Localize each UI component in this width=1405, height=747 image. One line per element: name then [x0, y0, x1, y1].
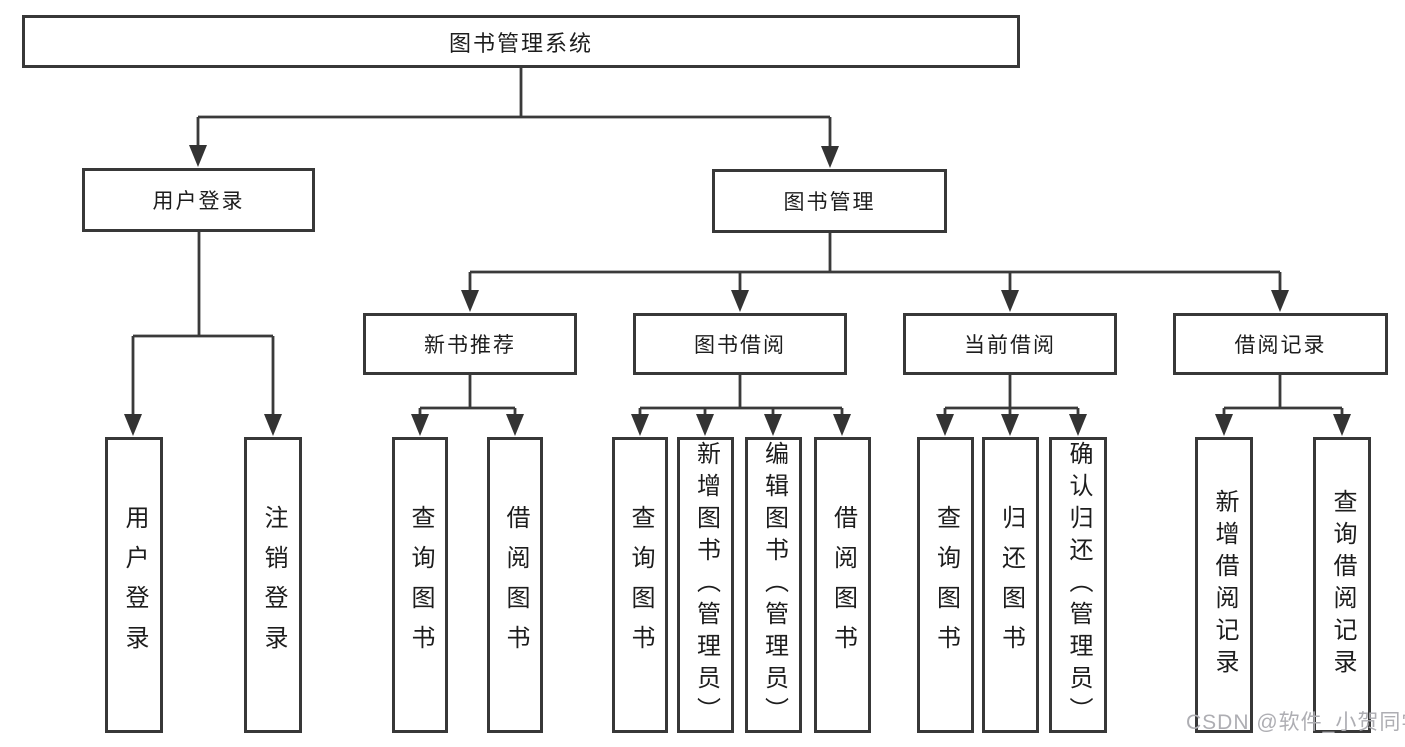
leaf-cb-confirm-return-admin: 确认归还（管理员） [1049, 437, 1107, 733]
leaf-br-add-record-label: 新增借阅记录 [1211, 489, 1238, 681]
node-user-login-label: 用户登录 [152, 190, 245, 213]
leaf-nb-query-book: 查询图书 [392, 437, 448, 733]
leaf-cb-return-book: 归还图书 [982, 437, 1039, 733]
node-current-borrow: 当前借阅 [903, 313, 1117, 375]
leaf-logout-label: 注销登录 [260, 505, 287, 665]
leaf-cb-return-book-label: 归还图书 [997, 505, 1025, 665]
leaf-bb-borrow-book-label: 借阅图书 [829, 505, 857, 665]
connector-currentborrow-to-leaves [936, 375, 1087, 436]
node-book-management-label: 图书管理 [783, 191, 876, 214]
connector-bookmgmt-to-level3 [461, 233, 1289, 312]
node-new-book-recommend-label: 新书推荐 [424, 334, 516, 357]
leaf-br-query-record-label: 查询借阅记录 [1329, 489, 1356, 681]
leaf-bb-edit-book-admin-label: 编辑图书（管理员） [760, 441, 788, 729]
node-root: 图书管理系统 [22, 15, 1020, 68]
node-new-book-recommend: 新书推荐 [363, 313, 577, 375]
leaf-user-login-label: 用户登录 [121, 505, 148, 665]
connector-userlogin-to-leaves [124, 232, 282, 436]
leaf-logout: 注销登录 [244, 437, 302, 733]
leaf-br-add-record: 新增借阅记录 [1195, 437, 1253, 733]
node-borrow-record-label: 借阅记录 [1234, 334, 1327, 357]
leaf-nb-query-book-label: 查询图书 [407, 505, 434, 665]
connector-borrowrecord-to-leaves [1215, 375, 1351, 436]
leaf-user-login: 用户登录 [105, 437, 163, 733]
connector-newbook-to-leaves [411, 375, 524, 436]
csdn-watermark: CSDN @软件_小贺同学 [1186, 711, 1405, 734]
leaf-bb-add-book-admin: 新增图书（管理员） [677, 437, 734, 733]
leaf-cb-query-book-label: 查询图书 [932, 505, 960, 665]
leaf-bb-query-book-label: 查询图书 [627, 505, 654, 665]
leaf-bb-add-book-admin-label: 新增图书（管理员） [692, 441, 720, 729]
leaf-cb-query-book: 查询图书 [917, 437, 974, 733]
node-user-login: 用户登录 [82, 168, 315, 232]
node-root-label: 图书管理系统 [448, 30, 593, 56]
node-book-management: 图书管理 [712, 169, 947, 233]
connector-bookborrow-to-leaves [631, 375, 851, 436]
leaf-bb-borrow-book: 借阅图书 [814, 437, 871, 733]
leaf-bb-query-book: 查询图书 [612, 437, 668, 733]
leaf-nb-borrow-book-label: 借阅图书 [502, 505, 529, 665]
node-current-borrow-label: 当前借阅 [964, 334, 1056, 357]
node-borrow-record: 借阅记录 [1173, 313, 1388, 375]
node-book-borrow: 图书借阅 [633, 313, 847, 375]
leaf-cb-confirm-return-admin-label: 确认归还（管理员） [1065, 441, 1092, 729]
node-book-borrow-label: 图书借阅 [694, 334, 786, 357]
leaf-bb-edit-book-admin: 编辑图书（管理员） [745, 437, 802, 733]
connector-root-to-level2 [189, 68, 839, 168]
leaf-br-query-record: 查询借阅记录 [1313, 437, 1371, 733]
leaf-nb-borrow-book: 借阅图书 [487, 437, 543, 733]
